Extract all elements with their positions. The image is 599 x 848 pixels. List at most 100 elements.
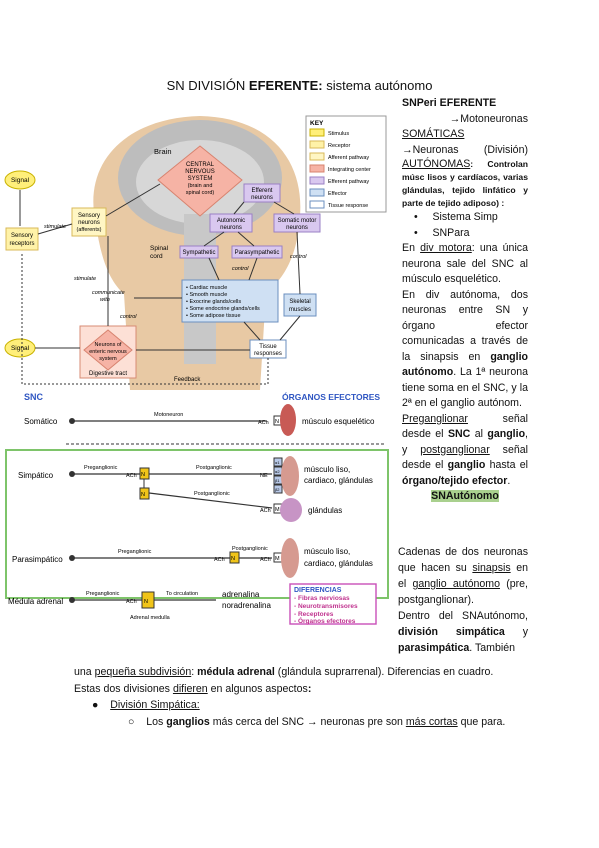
subbullet-glyph: ○ — [128, 715, 135, 728]
line-division: (División) — [483, 143, 528, 156]
label-ach-somatic: ACh — [258, 420, 269, 426]
label-adrenalina: adrenalina — [222, 590, 260, 599]
label-control-1: control — [232, 266, 249, 272]
smooth-muscle-shape — [281, 456, 299, 496]
effectors-box — [181, 279, 279, 323]
text-span: al — [470, 428, 488, 440]
text-span: En — [402, 242, 421, 254]
label-organos: ÓRGANOS EFECTORES — [282, 391, 380, 402]
label-efferent-1: Efferent — [252, 188, 273, 194]
receptor-label: α2 — [275, 469, 280, 474]
page-title: SN DIVISIÓN EFERENTE: sistema autónomo — [0, 78, 599, 93]
diferencia-item: - Neurotransmisores — [294, 603, 358, 610]
nervous-system-diagram: Brain CENTRAL NERVOUS SYSTEM (brain and … — [4, 110, 387, 390]
label-ach-para1: ACh — [214, 557, 225, 563]
receptor-label: α1 — [275, 460, 280, 465]
text-span: ganglios — [166, 715, 210, 728]
text-span: ganglio autónomo — [402, 350, 528, 379]
bullet-division-simpatica: ● División Simpática: — [74, 697, 574, 714]
highlight-snautonomo: SNAutónomo — [431, 490, 499, 502]
label-spinal-1: Spinal — [150, 245, 169, 252]
effector-item: • Smooth muscle — [186, 292, 227, 298]
somatic-box — [273, 213, 321, 233]
label-postganglionic-2: Postganglionic — [194, 491, 230, 497]
bullet-para: • SNPara — [414, 226, 470, 239]
label-spinal-2: cord — [150, 253, 163, 260]
label-diferencias: DIFERENCIAS — [294, 587, 342, 594]
label-postganglionic-1: Postganglionic — [196, 465, 232, 471]
text-span: sinapsis — [472, 562, 511, 574]
text-span: más cerca del SNC → neuronas pre son — [209, 715, 406, 728]
key-items: Stimulus Receptor Afferent pathway Integ… — [309, 128, 371, 209]
receptor-label: β2 — [275, 487, 280, 492]
line-difieren: Estas dos divisiones difieren en algunos… — [74, 681, 574, 698]
sensory-receptors-box — [5, 227, 39, 251]
key-title: KEY — [310, 120, 324, 127]
label-ach-para2: ACh — [260, 557, 271, 563]
label-cardiaco-2: cardiaco, glándulas — [304, 559, 373, 568]
label-autonomic-1: Autonomic — [217, 218, 245, 224]
label-parasympathetic: Parasympathetic — [235, 250, 280, 256]
label-skeletal-2: muscles — [289, 307, 311, 313]
text-span: que para. — [457, 715, 506, 728]
label-stimulate-2: stimulate — [74, 276, 96, 282]
text-span: señal desde el — [402, 443, 528, 472]
para-preganglionar: Preganglionar señal desde el SNC al gang… — [402, 412, 528, 490]
text-span: División Simpática: — [110, 699, 200, 711]
line-neuronas: →Neuronas — [402, 143, 459, 156]
line-somaticas: SOMÁTICAS — [402, 128, 465, 140]
bullet-simp: • Sistema Simp — [414, 211, 498, 223]
label-cns-2: NERVOUS — [185, 169, 215, 175]
label-brain: Brain — [154, 147, 172, 156]
title-bold: EFERENTE: — [248, 78, 323, 93]
label-medula: Médula adrenal — [8, 597, 63, 606]
right-column-continued: Cadenas de dos neuronas que hacen su sin… — [398, 544, 528, 656]
label-m-gland: M — [275, 507, 280, 513]
label-stimulate: stimulate — [44, 224, 66, 230]
bottom-notes: una pequeña subdivisión: médula adrenal … — [74, 664, 574, 730]
text-span: postganglionar — [420, 443, 490, 456]
diferencia-item: - Órganos efectores — [294, 616, 356, 625]
label-snc: SNC — [24, 392, 44, 402]
signal-top — [4, 170, 36, 190]
autonomic-box — [209, 213, 253, 233]
label-sensory-neurons-1: Sensory — [78, 213, 100, 219]
label-somatic-2: neurons — [286, 225, 308, 231]
label-signal-bottom: Signal — [11, 345, 30, 352]
text-span: Estas dos divisiones — [74, 682, 173, 695]
efferent-box — [243, 183, 281, 203]
label-noradrenalina: noradrenalina — [222, 601, 271, 610]
line-medula-adrenal: una pequeña subdivisión: médula adrenal … — [74, 664, 574, 681]
label-preganglionic-1: Preganglionic — [84, 465, 118, 471]
label-tissue-1: Tissue — [259, 344, 277, 350]
text-span: : — [191, 666, 198, 678]
key-item: Integrating center — [328, 167, 371, 173]
autonomic-green-box — [5, 449, 389, 599]
label-m-para: M — [275, 556, 280, 562]
label-autonomic-2: neurons — [220, 225, 242, 231]
feedback-loop — [21, 252, 269, 385]
text-span: pequeña subdivisión — [94, 666, 192, 678]
diferencia-item: - Fibras nerviosas — [294, 595, 350, 602]
label-somatic-1: Somatic motor — [278, 218, 317, 224]
para-cadenas: Cadenas de dos neuronas que hacen su sin… — [398, 544, 528, 608]
text-span: En div autónoma, dos neuronas entre SN y… — [402, 288, 528, 363]
key-item: Afferent pathway — [328, 155, 369, 161]
text-span: ganglio autónomo — [412, 578, 500, 590]
label-ach-gland: ACh — [260, 508, 271, 514]
label-musculo-liso-1: músculo liso, — [304, 465, 350, 474]
text-span: en el — [398, 562, 528, 590]
sympathetic-box — [179, 245, 219, 259]
effector-item: • Cardiac muscle — [186, 285, 227, 291]
label-control-3: control — [120, 314, 137, 320]
text-span: ganglio — [487, 428, 526, 440]
label-n-somatic: N — [275, 419, 279, 425]
label-simpatico: Simpático — [18, 471, 54, 480]
text-span: , y — [402, 428, 528, 456]
skeletal-muscle-shape — [280, 404, 296, 436]
text-span: difieren — [172, 682, 208, 695]
label-adrenal-medulla: Adrenal medulla — [130, 615, 171, 621]
heading-snperi: SNPeri EFERENTE — [402, 97, 497, 109]
text-span: . La 1ª neurona tiene soma en el SNC, y … — [402, 366, 528, 409]
label-parasimpatico: Parasimpático — [12, 555, 63, 564]
